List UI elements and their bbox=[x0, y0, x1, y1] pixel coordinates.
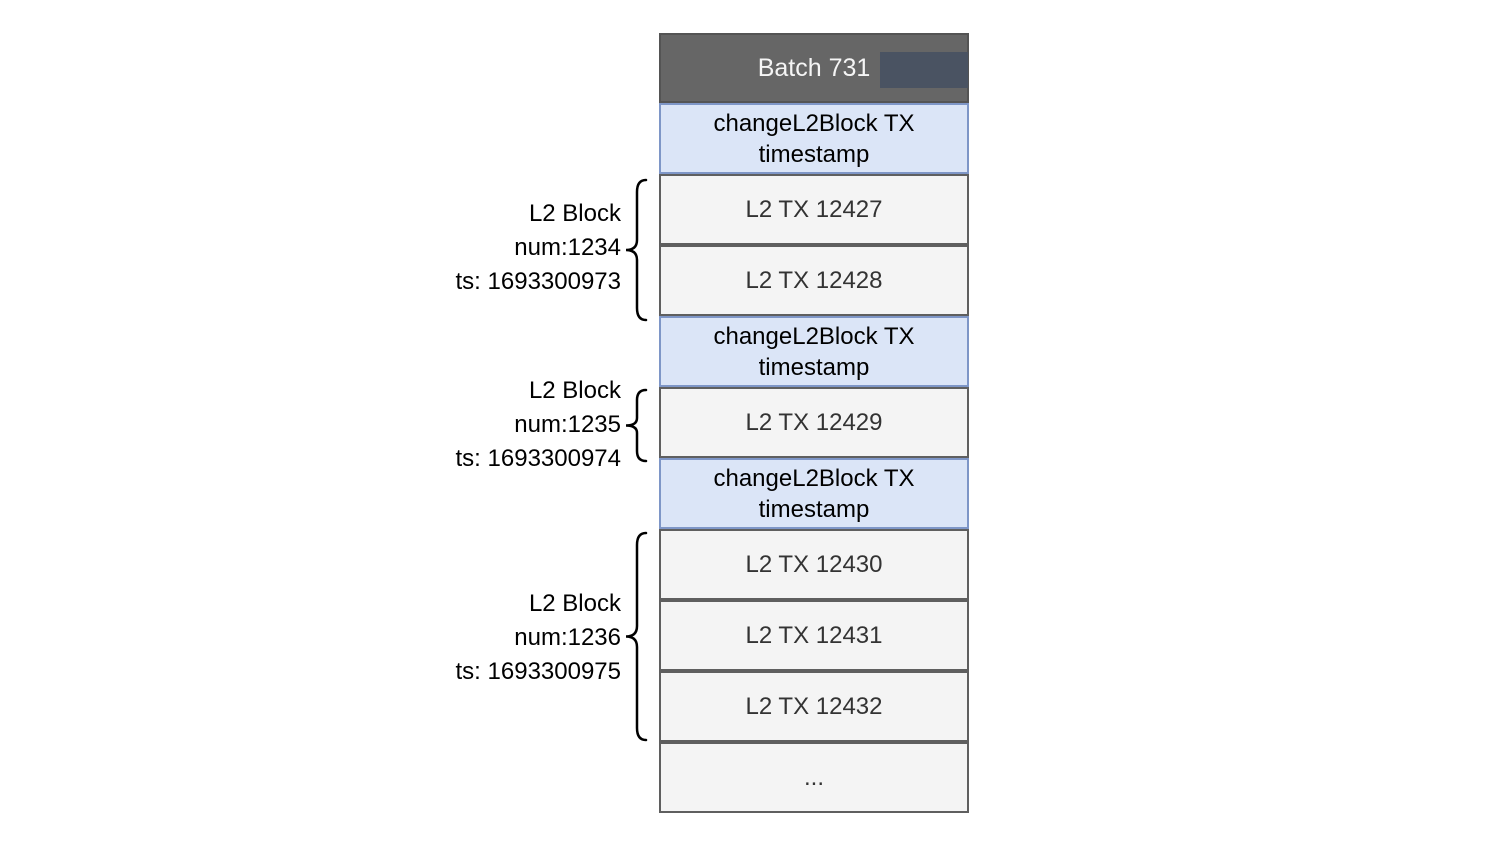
ellipsis-label: ... bbox=[803, 763, 824, 791]
l2-block-num: num:1234 bbox=[514, 234, 621, 261]
l2-tx-row: L2 TX 12429 bbox=[659, 387, 969, 458]
l2-tx-label: L2 TX 12429 bbox=[745, 408, 883, 436]
change-row-line1: changeL2Block TX bbox=[713, 322, 915, 350]
l2-block-name: L2 Block bbox=[528, 377, 621, 404]
l2-block-label-1234: L2 Block num:1234 ts: 1693300973 bbox=[376, 197, 621, 299]
curly-brace-icon bbox=[622, 531, 650, 742]
l2-block-num: num:1235 bbox=[514, 411, 621, 438]
l2-tx-row: L2 TX 12432 bbox=[659, 671, 969, 742]
batch-table: Batch 731 changeL2Block TX timestamp L2 … bbox=[659, 33, 969, 813]
l2-tx-row: L2 TX 12430 bbox=[659, 529, 969, 600]
batch-title: Batch 731 bbox=[757, 53, 871, 82]
ellipsis-row: ... bbox=[659, 742, 969, 813]
change-l2block-row: changeL2Block TX timestamp bbox=[659, 103, 969, 174]
l2-block-name: L2 Block bbox=[528, 590, 621, 617]
change-row-line2: timestamp bbox=[758, 353, 870, 381]
curly-brace-icon bbox=[622, 388, 650, 463]
l2-block-num: num:1236 bbox=[514, 624, 621, 651]
l2-tx-label: L2 TX 12428 bbox=[745, 266, 883, 294]
l2-block-ts: ts: 1693300975 bbox=[455, 658, 621, 685]
change-row-line2: timestamp bbox=[758, 495, 870, 523]
l2-block-label-1236: L2 Block num:1236 ts: 1693300975 bbox=[376, 587, 621, 689]
l2-tx-label: L2 TX 12432 bbox=[745, 692, 883, 720]
l2-block-ts: ts: 1693300973 bbox=[455, 268, 621, 295]
change-row-line2: timestamp bbox=[758, 140, 870, 168]
change-l2block-row: changeL2Block TX timestamp bbox=[659, 316, 969, 387]
change-l2block-row: changeL2Block TX timestamp bbox=[659, 458, 969, 529]
l2-block-name: L2 Block bbox=[528, 200, 621, 227]
change-row-line1: changeL2Block TX bbox=[713, 109, 915, 137]
header-highlight-box bbox=[880, 52, 968, 88]
curly-brace-icon bbox=[622, 178, 650, 322]
l2-tx-row: L2 TX 12427 bbox=[659, 174, 969, 245]
l2-block-ts: ts: 1693300974 bbox=[455, 445, 621, 472]
l2-tx-label: L2 TX 12430 bbox=[745, 550, 883, 578]
l2-tx-row: L2 TX 12428 bbox=[659, 245, 969, 316]
l2-tx-row: L2 TX 12431 bbox=[659, 600, 969, 671]
l2-tx-label: L2 TX 12431 bbox=[745, 621, 883, 649]
batch-header: Batch 731 bbox=[659, 33, 969, 103]
l2-block-label-1235: L2 Block num:1235 ts: 1693300974 bbox=[376, 374, 621, 476]
change-row-line1: changeL2Block TX bbox=[713, 464, 915, 492]
l2-tx-label: L2 TX 12427 bbox=[745, 195, 883, 223]
